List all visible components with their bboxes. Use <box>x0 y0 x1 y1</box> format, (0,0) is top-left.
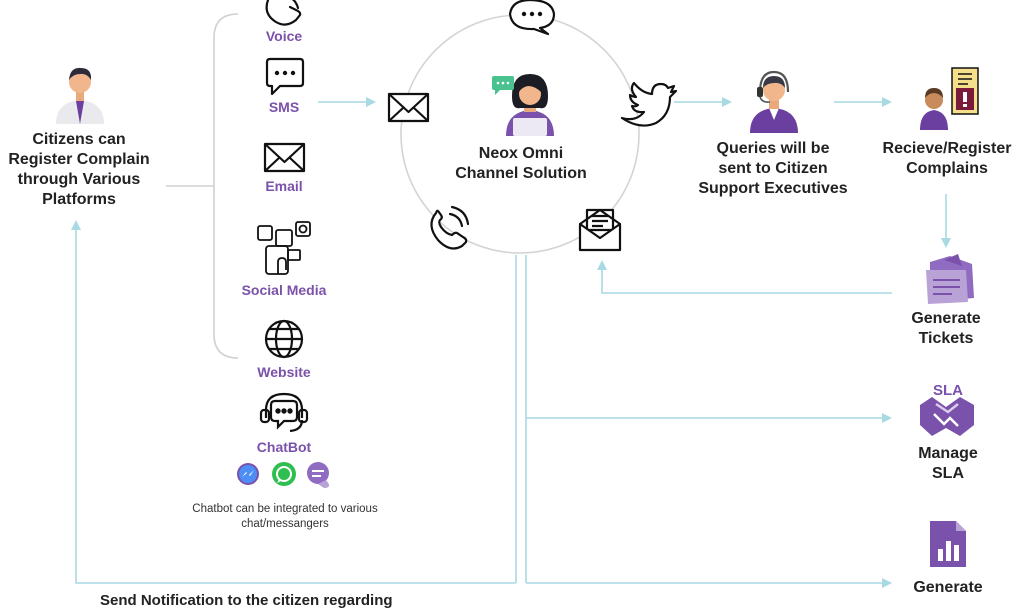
sla-label: Manage SLA <box>888 444 1008 484</box>
register-label: Recieve/Register Complains <box>870 139 1024 179</box>
support-executive-icon <box>750 70 798 133</box>
citizens-label-line: through Various <box>17 171 141 188</box>
sla-badge: SLA <box>933 382 963 399</box>
sms-icon <box>265 57 305 96</box>
citizens-label: Citizens can Register Complain through V… <box>0 130 158 210</box>
sla-label-line: Manage <box>918 445 978 462</box>
chatbot-headset-icon <box>259 392 309 433</box>
report-document-icon <box>930 521 966 567</box>
queries-label-line: Support Executives <box>698 180 848 197</box>
chatbot-note: Chatbot can be integrated to various cha… <box>160 502 410 532</box>
register-label-line: Complains <box>906 160 988 177</box>
channel-email-label: Email <box>265 178 303 194</box>
connectors <box>71 97 951 588</box>
whatsapp-icon <box>272 462 296 486</box>
sla-label-line: SLA <box>932 465 964 482</box>
complaint-register-icon <box>920 67 979 130</box>
globe-icon <box>264 319 304 359</box>
channel-sms-label: SMS <box>268 99 300 115</box>
queries-label-line: sent to Citizen <box>718 160 828 177</box>
citizen-icon <box>56 67 104 124</box>
sla-handshake-icon <box>920 397 974 436</box>
mail-letter-icon <box>578 208 622 252</box>
notification-label: Send Notification to the citizen regardi… <box>100 592 393 609</box>
center-title-line: Neox Omni <box>478 145 564 162</box>
envelope-icon <box>387 92 430 123</box>
messenger-icon <box>237 463 259 485</box>
center-title: Neox Omni Channel Solution <box>430 144 612 184</box>
phone-call-icon <box>430 205 470 250</box>
report-label-line: Generate <box>913 579 983 596</box>
register-label-line: Recieve/Register <box>882 140 1012 157</box>
tickets-icon <box>926 254 974 304</box>
tickets-label: Generate Tickets <box>886 309 1006 349</box>
queries-label: Queries will be sent to Citizen Support … <box>680 139 866 199</box>
chat-bubble-icon <box>307 462 330 488</box>
chatbot-note-line: Chatbot can be integrated to various <box>192 503 378 515</box>
citizens-label-line: Citizens can <box>32 131 126 148</box>
agent-avatar-icon <box>492 74 554 136</box>
chatbot-note-line: chat/messangers <box>241 518 329 530</box>
channel-website-label: Website <box>257 364 311 380</box>
tickets-label-line: Tickets <box>918 330 974 347</box>
tickets-label-line: Generate <box>911 310 981 327</box>
center-title-line: Channel Solution <box>455 165 587 182</box>
email-icon <box>263 142 306 173</box>
twitter-icon <box>620 81 678 127</box>
channel-social-media-label: Social Media <box>241 282 327 298</box>
channel-chatbot-label: ChatBot <box>256 439 312 455</box>
queries-label-line: Queries will be <box>716 140 830 157</box>
citizens-label-line: Platforms <box>42 191 116 208</box>
tickets-to-email-arrow <box>597 260 892 294</box>
chat-dots-icon <box>508 0 556 36</box>
notification-return-arrow <box>71 220 516 584</box>
citizens-label-line: Register Complain <box>8 151 150 168</box>
phone-icon <box>265 0 302 26</box>
channel-voice-label: Voice <box>265 28 303 44</box>
report-label: Generate <box>888 578 1008 598</box>
social-media-icon <box>257 221 311 275</box>
